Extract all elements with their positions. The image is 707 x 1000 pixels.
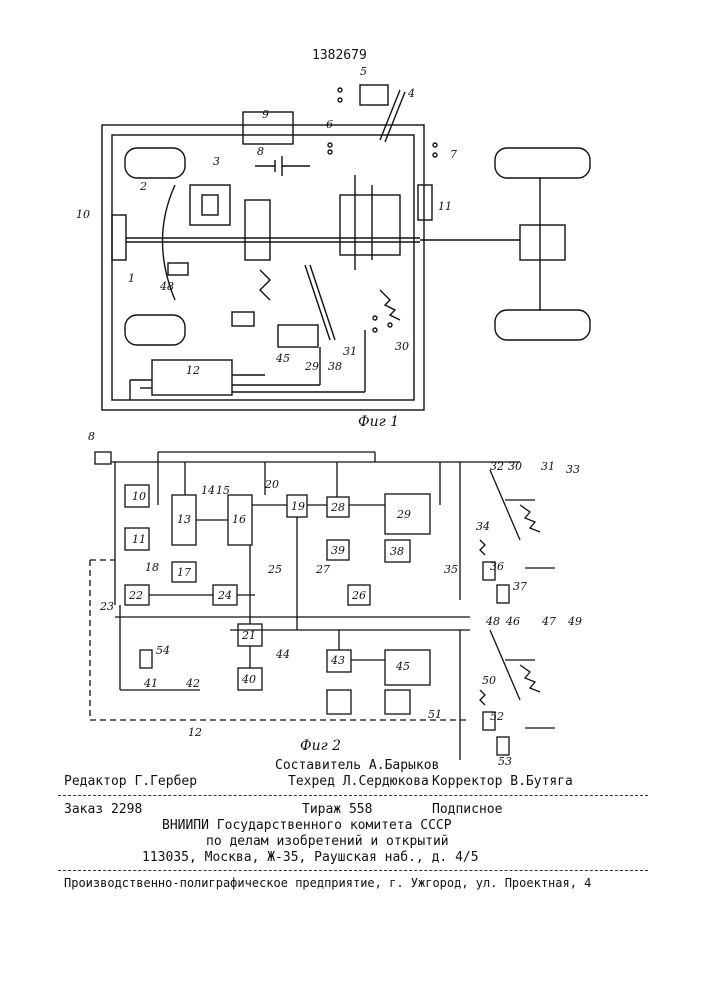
svg-text:41: 41 xyxy=(143,677,158,690)
divider-top xyxy=(58,795,648,796)
svg-text:27: 27 xyxy=(315,563,330,576)
svg-text:37: 37 xyxy=(513,580,527,593)
svg-text:21: 21 xyxy=(241,629,256,642)
svg-text:29: 29 xyxy=(396,508,411,521)
org-line-2: по делам изобретений и открытий xyxy=(206,834,449,849)
svg-text:33: 33 xyxy=(566,463,580,476)
svg-text:32: 32 xyxy=(490,460,504,473)
svg-text:13: 13 xyxy=(177,513,191,526)
divider-bottom xyxy=(58,870,648,871)
svg-text:24: 24 xyxy=(217,589,232,602)
svg-text:14: 14 xyxy=(201,484,215,497)
svg-text:36: 36 xyxy=(490,560,504,573)
svg-text:17: 17 xyxy=(177,566,191,579)
fig2-block-54 xyxy=(140,650,152,668)
compiler-line: Составитель А.Барыков xyxy=(275,758,439,773)
svg-text:42: 42 xyxy=(185,677,200,690)
svg-text:26: 26 xyxy=(351,589,366,602)
svg-text:34: 34 xyxy=(476,520,490,533)
svg-text:48: 48 xyxy=(485,615,500,628)
svg-text:15: 15 xyxy=(216,484,230,497)
editor-line: Редактор Г.Гербер xyxy=(64,774,197,789)
corrector-line: Корректор В.Бутяга xyxy=(432,774,573,789)
svg-text:40: 40 xyxy=(241,673,256,686)
svg-text:54: 54 xyxy=(156,644,170,657)
svg-text:19: 19 xyxy=(291,500,305,513)
svg-text:23: 23 xyxy=(99,600,114,613)
techred-line: Техред Л.Сердюкова xyxy=(288,774,429,789)
fig2-callouts: 8 10 11 13 14 15 16 20 19 28 39 29 38 17… xyxy=(88,430,582,768)
svg-text:38: 38 xyxy=(390,545,404,558)
svg-text:35: 35 xyxy=(444,563,458,576)
address-line: 113035, Москва, Ж-35, Раушская наб., д. … xyxy=(142,850,479,865)
svg-text:12: 12 xyxy=(188,726,202,739)
circulation-line: Тираж 558 xyxy=(302,802,372,817)
svg-text:50: 50 xyxy=(482,674,496,687)
svg-text:45: 45 xyxy=(395,660,410,673)
svg-text:47: 47 xyxy=(541,615,556,628)
svg-text:51: 51 xyxy=(428,708,442,721)
svg-text:28: 28 xyxy=(330,501,345,514)
svg-text:20: 20 xyxy=(264,478,279,491)
svg-text:30: 30 xyxy=(508,460,522,473)
svg-text:22: 22 xyxy=(128,589,143,602)
fig2-block-53 xyxy=(497,737,509,755)
org-line-1: ВНИИПИ Государственного комитета СССР xyxy=(162,818,452,833)
svg-text:49: 49 xyxy=(567,615,582,628)
svg-text:53: 53 xyxy=(498,755,512,768)
svg-text:10: 10 xyxy=(132,490,146,503)
order-line: Заказ 2298 xyxy=(64,802,142,817)
svg-text:11: 11 xyxy=(132,533,146,546)
svg-text:39: 39 xyxy=(331,544,345,557)
svg-text:31: 31 xyxy=(541,460,555,473)
printer-line: Производственно-полиграфическое предприя… xyxy=(64,876,591,890)
subscription-line: Подписное xyxy=(432,802,502,817)
svg-text:18: 18 xyxy=(145,561,159,574)
fig2-caption: Фиг 2 xyxy=(300,738,341,754)
svg-text:16: 16 xyxy=(232,513,246,526)
svg-text:44: 44 xyxy=(275,648,290,661)
svg-text:46: 46 xyxy=(505,615,520,628)
svg-text:43: 43 xyxy=(330,654,345,667)
svg-text:25: 25 xyxy=(267,563,282,576)
svg-text:8: 8 xyxy=(88,430,95,443)
fig2-block-37 xyxy=(497,585,509,603)
svg-text:52: 52 xyxy=(490,710,504,723)
